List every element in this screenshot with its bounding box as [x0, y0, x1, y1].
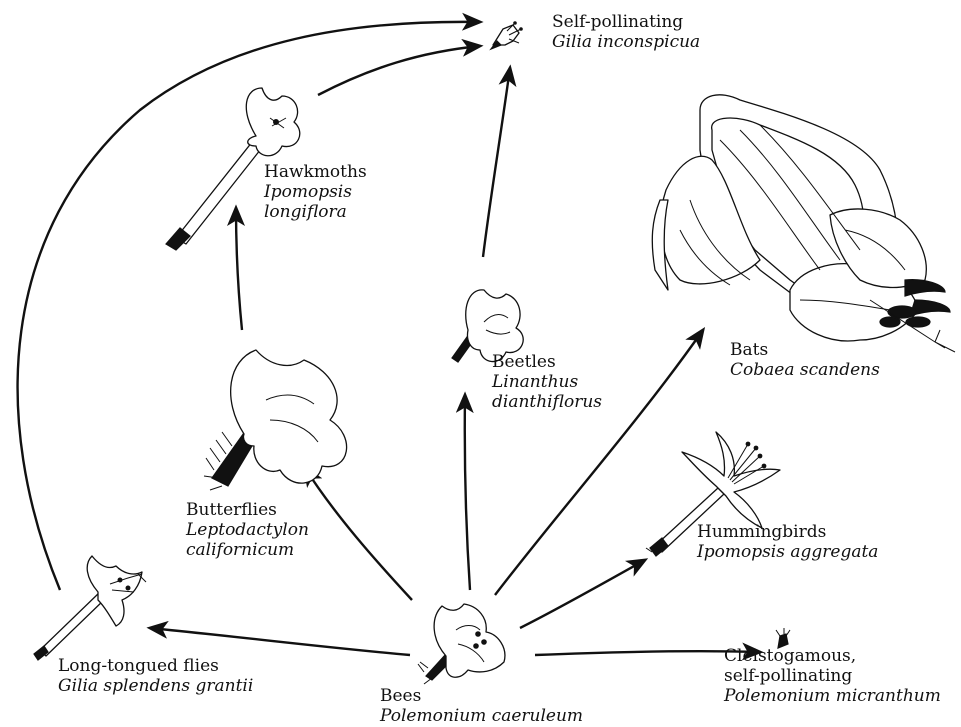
bee-flower-illustration — [418, 604, 505, 684]
arrow-bees-to-hummingbirds — [520, 560, 645, 628]
common-name-line2: self-pollinating — [724, 666, 941, 686]
arrow-bees-to-beetles — [465, 395, 470, 590]
cleistogamous-flower-illustration — [776, 628, 790, 648]
node-label-bees: Bees Polemonium caeruleum — [380, 686, 583, 726]
common-name: Bats — [730, 340, 880, 360]
species-name: Gilia splendens grantii — [58, 676, 253, 696]
self-pollinating-flower-illustration — [491, 21, 523, 49]
butterfly-flower-illustration — [204, 350, 347, 490]
species-name-line1: Leptodactylon — [186, 520, 309, 540]
common-name: Beetles — [492, 352, 602, 372]
species-name-line2: californicum — [186, 540, 309, 560]
arrow-butterflies-to-hawkmoths — [236, 208, 242, 330]
arrow-hawkmoths-to-self — [318, 46, 480, 95]
node-label-cleistogamous: Cleistogamous, self-pollinating Polemoni… — [724, 646, 941, 706]
node-label-hummingbirds: Hummingbirds Ipomopsis aggregata — [697, 522, 878, 562]
node-label-beetles: Beetles Linanthus dianthiflorus — [492, 352, 602, 412]
arrow-beetles-to-self — [483, 68, 510, 257]
common-name: Butterflies — [186, 500, 309, 520]
node-label-self-pollinating: Self-pollinating Gilia inconspicua — [552, 12, 700, 52]
species-name-line2: longiflora — [264, 202, 367, 222]
species-name-line1: Linanthus — [492, 372, 602, 392]
arrow-bees-to-butterflies — [305, 468, 412, 600]
species-name: Gilia inconspicua — [552, 32, 700, 52]
node-label-bats: Bats Cobaea scandens — [730, 340, 880, 380]
species-name-line2: dianthiflorus — [492, 392, 602, 412]
common-name: Long-tongued flies — [58, 656, 253, 676]
common-name: Hawkmoths — [264, 162, 367, 182]
arrow-bees-to-flies — [150, 628, 410, 655]
species-name-line1: Ipomopsis — [264, 182, 367, 202]
species-name: Polemonium caeruleum — [380, 706, 583, 726]
node-label-butterflies: Butterflies Leptodactylon californicum — [186, 500, 309, 560]
common-name: Bees — [380, 686, 583, 706]
arrows — [18, 22, 760, 655]
species-name: Ipomopsis aggregata — [697, 542, 878, 562]
species-name: Polemonium micranthum — [724, 686, 941, 706]
node-label-hawkmoths: Hawkmoths Ipomopsis longiflora — [264, 162, 367, 222]
fly-flower-illustration — [34, 556, 146, 660]
common-name: Self-pollinating — [552, 12, 700, 32]
node-label-long-tongued-flies: Long-tongued flies Gilia splendens grant… — [58, 656, 253, 696]
common-name: Hummingbirds — [697, 522, 878, 542]
bat-flower-illustration — [652, 95, 955, 352]
common-name-line1: Cleistogamous, — [724, 646, 941, 666]
species-name: Cobaea scandens — [730, 360, 880, 380]
